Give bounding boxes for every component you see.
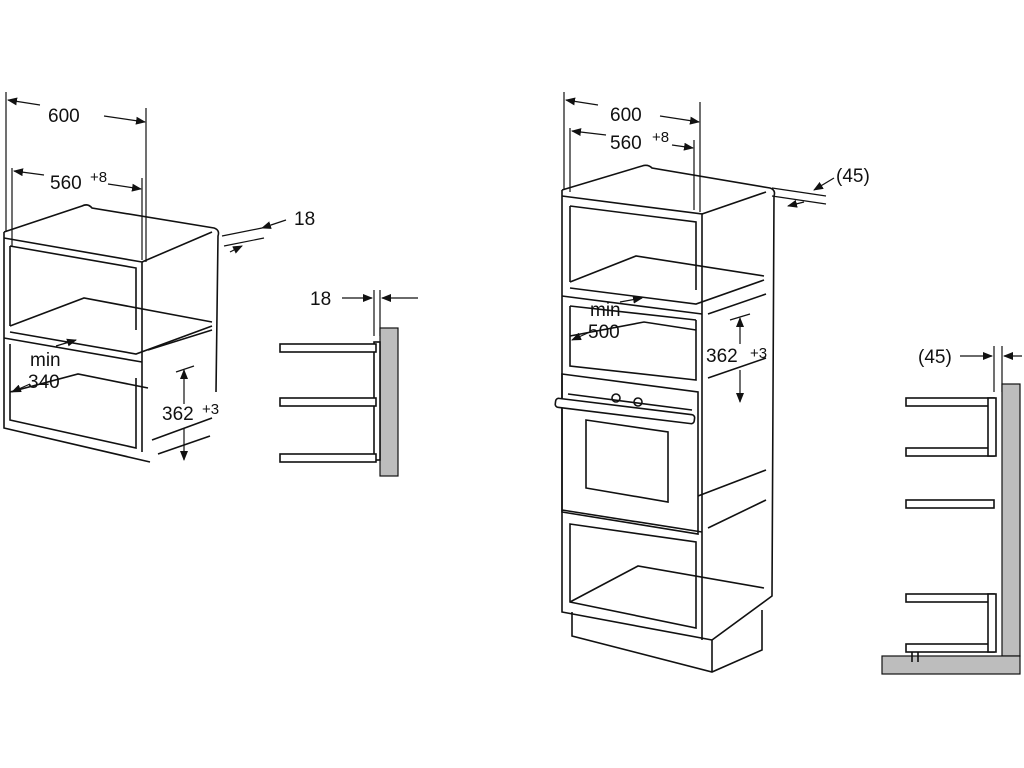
left-width-600-dimension: 600 bbox=[7, 97, 146, 127]
oven-knob bbox=[633, 397, 643, 407]
floor bbox=[881, 655, 1021, 675]
left-min-value: 340 bbox=[28, 372, 60, 393]
right-height-label: 362 bbox=[706, 346, 738, 367]
oven-appliance bbox=[554, 373, 699, 535]
left-min-label: min bbox=[30, 350, 61, 371]
left-min-height-dimension: min 340 bbox=[11, 338, 77, 393]
right-cabinet: 600 560 +8 (45) bbox=[554, 92, 870, 673]
middle-shelf bbox=[279, 397, 377, 407]
left-side-detail: 18 bbox=[279, 289, 418, 477]
right-min-height-dimension: min 500 bbox=[571, 295, 643, 343]
right-detail-gap-label: (45) bbox=[918, 347, 952, 368]
left-width-tol-label: +8 bbox=[90, 169, 107, 186]
cabinet-shelf bbox=[905, 447, 995, 457]
bottom-panel bbox=[279, 453, 377, 463]
right-height-dimension: 362 +3 bbox=[706, 313, 767, 403]
left-width-inner-label: 560 bbox=[50, 173, 82, 194]
right-detail-gap-dimension: (45) bbox=[918, 347, 1022, 368]
left-cabinet: 600 560 +8 18 bbox=[3, 92, 315, 463]
left-detail-thickness-label: 18 bbox=[310, 289, 331, 310]
left-height-dimension: 362 +3 bbox=[162, 365, 219, 461]
wall bbox=[379, 327, 399, 477]
right-width-inner-label: 560 bbox=[610, 133, 642, 154]
left-height-label: 362 bbox=[162, 404, 194, 425]
wall bbox=[1001, 383, 1021, 657]
left-side-thickness-dimension: 18 bbox=[221, 209, 315, 254]
top-panel bbox=[279, 343, 377, 353]
right-side-detail: (45) bbox=[881, 346, 1022, 675]
right-gap-dimension: (45) bbox=[771, 166, 870, 208]
cabinet-shelf bbox=[905, 593, 995, 603]
cabinet-back-panel bbox=[987, 593, 997, 653]
oven-window bbox=[585, 419, 669, 503]
right-min-value: 500 bbox=[588, 322, 620, 343]
left-width-outer-label: 600 bbox=[48, 106, 80, 127]
oven-handle bbox=[554, 397, 696, 425]
cabinet-bottom-panel bbox=[905, 643, 995, 653]
right-height-tol-label: +3 bbox=[750, 345, 767, 362]
right-min-label: min bbox=[590, 300, 621, 321]
oven-knob bbox=[611, 393, 621, 403]
left-detail-thickness-dimension: 18 bbox=[310, 289, 418, 310]
right-width-600-dimension: 600 bbox=[565, 97, 700, 126]
left-height-tol-label: +3 bbox=[202, 401, 219, 418]
cabinet-shelf bbox=[905, 499, 995, 509]
cabinet-back-panel bbox=[987, 397, 997, 457]
right-width-560-dimension: 560 +8 bbox=[571, 128, 694, 154]
cabinet-top-panel bbox=[905, 397, 995, 407]
right-width-tol-label: +8 bbox=[652, 129, 669, 146]
left-side-thickness-label: 18 bbox=[294, 209, 315, 230]
left-width-560-dimension: 560 +8 bbox=[13, 168, 142, 194]
right-gap-label: (45) bbox=[836, 166, 870, 187]
right-width-outer-label: 600 bbox=[610, 105, 642, 126]
